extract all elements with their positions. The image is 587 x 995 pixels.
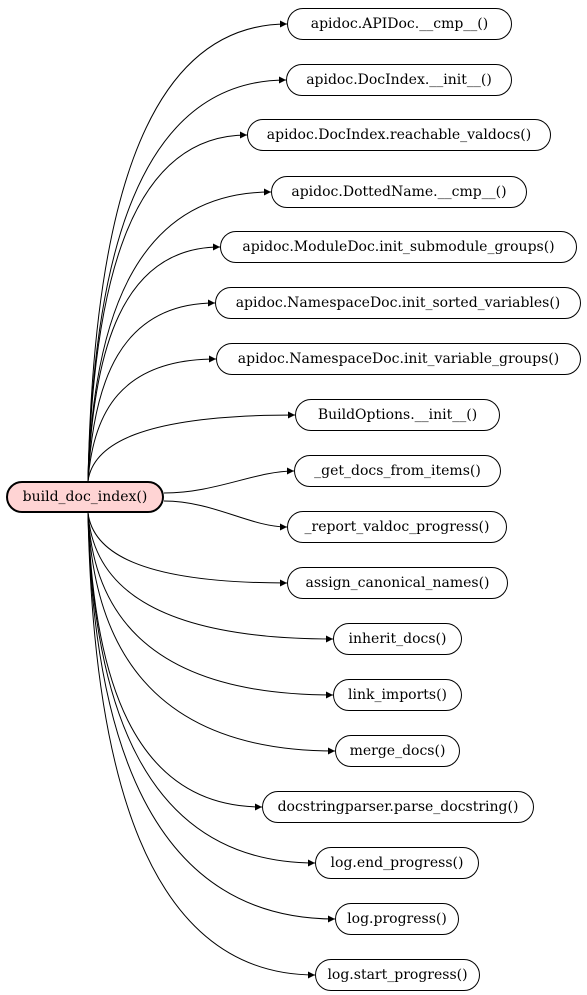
call-edge <box>87 131 248 482</box>
node-apidoc-moduledoc-init-submodule-groups[interactable]: apidoc.ModuleDoc.init_submodule_groups() <box>220 231 577 263</box>
node-label: log.end_progress() <box>330 855 464 871</box>
call-edge <box>87 512 288 587</box>
node-build-doc-index[interactable]: build_doc_index() <box>6 481 164 513</box>
call-edge <box>87 411 296 482</box>
call-edge <box>163 467 295 494</box>
node-label: log.progress() <box>347 911 447 927</box>
call-edge <box>87 512 336 923</box>
node-label: apidoc.DocIndex.reachable_valdocs() <box>266 127 532 143</box>
call-edge <box>87 188 272 482</box>
node-link-imports[interactable]: link_imports() <box>333 679 462 711</box>
node-log-start-progress[interactable]: log.start_progress() <box>315 959 480 991</box>
node-label: apidoc.ModuleDoc.init_submodule_groups() <box>242 239 555 255</box>
node-apidoc-dottedname-cmp[interactable]: apidoc.DottedName.__cmp__() <box>271 176 527 208</box>
node-label: log.start_progress() <box>327 967 468 983</box>
node-label: apidoc.APIDoc.__cmp__() <box>310 16 489 32</box>
call-edge <box>87 512 334 643</box>
node-label: _report_valdoc_progress() <box>304 519 490 535</box>
call-edge <box>87 512 263 811</box>
node-label: apidoc.NamespaceDoc.init_variable_groups… <box>237 351 560 367</box>
node-apidoc-docindex-init[interactable]: apidoc.DocIndex.__init__() <box>286 64 512 96</box>
node-log-end-progress[interactable]: log.end_progress() <box>315 847 479 879</box>
node-report-valdoc-progress[interactable]: _report_valdoc_progress() <box>287 511 507 543</box>
node-apidoc-namespacedoc-init-variable-groups[interactable]: apidoc.NamespaceDoc.init_variable_groups… <box>216 343 581 375</box>
node-assign-canonical-names[interactable]: assign_canonical_names() <box>287 567 508 599</box>
call-edge <box>87 512 316 979</box>
node-inherit-docs[interactable]: inherit_docs() <box>333 623 462 655</box>
node-label: apidoc.DottedName.__cmp__() <box>291 184 507 200</box>
call-edge <box>163 500 288 531</box>
call-edge <box>87 299 216 482</box>
node-docstringparser-parse-docstring[interactable]: docstringparser.parse_docstring() <box>262 791 534 823</box>
call-edge <box>87 512 336 755</box>
node-merge-docs[interactable]: merge_docs() <box>335 735 460 767</box>
node-get-docs-from-items[interactable]: _get_docs_from_items() <box>294 455 501 487</box>
node-label: apidoc.DocIndex.__init__() <box>306 72 492 88</box>
node-label: merge_docs() <box>349 743 446 759</box>
call-edge <box>87 512 316 867</box>
node-label: _get_docs_from_items() <box>314 463 481 479</box>
node-label: BuildOptions.__init__() <box>317 407 478 423</box>
node-label: build_doc_index() <box>22 489 148 505</box>
call-edge <box>87 355 217 482</box>
node-apidoc-docindex-reachable-valdocs[interactable]: apidoc.DocIndex.reachable_valdocs() <box>247 119 551 151</box>
node-label: inherit_docs() <box>348 631 447 647</box>
node-apidoc-apidoc-cmp[interactable]: apidoc.APIDoc.__cmp__() <box>287 8 512 40</box>
call-edge <box>87 512 334 699</box>
node-buildoptions-init[interactable]: BuildOptions.__init__() <box>295 399 500 431</box>
call-edge <box>87 243 221 482</box>
call-edge <box>87 20 288 482</box>
node-apidoc-namespacedoc-init-sorted-variables[interactable]: apidoc.NamespaceDoc.init_sorted_variable… <box>215 287 581 319</box>
node-log-progress[interactable]: log.progress() <box>335 903 459 935</box>
node-label: apidoc.NamespaceDoc.init_sorted_variable… <box>235 295 561 311</box>
node-label: assign_canonical_names() <box>305 575 490 591</box>
node-label: link_imports() <box>347 687 448 703</box>
node-label: docstringparser.parse_docstring() <box>277 799 519 815</box>
